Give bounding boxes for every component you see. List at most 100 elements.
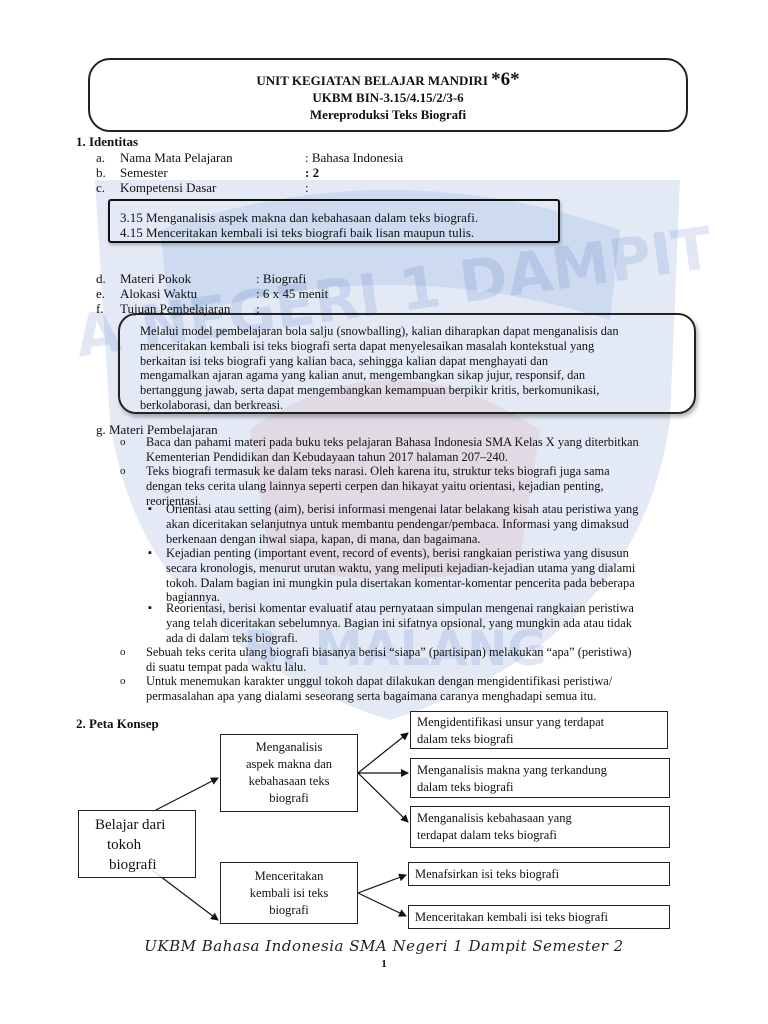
materi-line: secara kronologis, menurut urutan waktu,…: [166, 560, 636, 575]
materi-line: reorientasi.: [146, 493, 202, 508]
materi-bullet-2: Teks biografi termasuk ke dalam teks nar…: [146, 464, 714, 508]
materi-line: permasalahan apa yang dialami seseorang …: [146, 688, 597, 703]
identitas-letter-e: e.: [96, 286, 106, 301]
header-unit-number: *6*: [491, 69, 520, 90]
identitas-value-b: : 2: [305, 165, 320, 180]
concept-line: biografi: [269, 791, 309, 805]
identitas-letter-a: a.: [96, 150, 106, 165]
materi-line: yang telah diceritakan sebelumnya. Bagia…: [166, 615, 632, 630]
header-title: UNIT KEGIATAN BELAJAR MANDIRI: [256, 73, 488, 88]
materi-line: di suatu tempat pada waktu lalu.: [146, 659, 307, 674]
concept-leaf-makna: Menganalisis makna yang terkandung dalam…: [410, 758, 670, 798]
concept-line: Menganalisis makna yang terkandung: [417, 763, 607, 777]
materi-line: Kementerian Pendidikan dan Kebudayaan ta…: [146, 449, 508, 464]
section-identitas-heading: 1. Identitas: [76, 134, 139, 149]
arrow-root-to-mid2: [151, 869, 219, 921]
identitas-label-e: Alokasi Waktu: [120, 286, 198, 301]
header-box: UNIT KEGIATAN BELAJAR MANDIRI *6* UKBM B…: [88, 58, 688, 132]
concept-line: kembali isi teks: [249, 886, 329, 900]
concept-root-line: Belajar dari: [95, 817, 166, 833]
concept-menceritakan-box: Menceritakan kembali isi teks biografi: [220, 862, 358, 924]
identitas-label-b: Semester: [120, 165, 168, 180]
identitas-value-f: :: [256, 301, 260, 316]
identitas-letter-c: c.: [96, 180, 106, 195]
identitas-label-d: Materi Pokok: [120, 271, 192, 286]
arrow-mid2-to-leaf4: [357, 873, 407, 894]
arrow-mid1-to-leaf3: [357, 772, 409, 823]
section-peta-konsep-heading: 2. Peta Konsep: [76, 716, 159, 731]
kd-item: 3.15 Menganalisis aspek makna dan kebaha…: [120, 210, 479, 225]
identitas-letter-f: f.: [96, 301, 104, 316]
materi-sub-2: Kejadian penting (important event, recor…: [166, 546, 714, 605]
concept-line: Menceritakan: [254, 869, 324, 883]
identitas-letter-d: d.: [96, 271, 106, 286]
concept-line: dalam teks biografi: [417, 780, 514, 794]
identitas-label-f: Tujuan Pembelajaran: [120, 301, 231, 316]
concept-line: Menganalisis kebahasaan yang: [417, 811, 572, 825]
arrow-root-to-mid1: [151, 777, 219, 813]
concept-leaf-identifikasi: Mengidentifikasi unsur yang terdapat dal…: [410, 711, 668, 749]
page-footer: UKBM Bahasa Indonesia SMA Negeri 1 Dampi…: [144, 937, 624, 955]
header-line1: UNIT KEGIATAN BELAJAR MANDIRI *6*: [90, 69, 686, 90]
concept-leaf-menafsirkan: Menafsirkan isi teks biografi: [408, 862, 670, 886]
materi-line: Sebuah teks cerita ulang biografi biasan…: [146, 645, 632, 659]
identitas-value-a: : Bahasa Indonesia: [305, 150, 404, 165]
kd-item: 4.15 Menceritakan kembali isi teks biogr…: [120, 225, 475, 240]
tujuan-line: menceritakan kembali isi teks biografi s…: [140, 338, 595, 353]
bullet-circle-icon: o: [120, 465, 126, 477]
bullet-circle-icon: o: [120, 675, 126, 687]
materi-line: akan diceritakan selanjutnya untuk memba…: [166, 516, 629, 531]
materi-line: ada di dalam teks biografi.: [166, 630, 298, 645]
kompetensi-dasar-box: 3.15 Menganalisis aspek makna dan kebaha…: [108, 199, 560, 243]
identitas-value-c: :: [305, 180, 309, 195]
tujuan-line: mengamalkan ajaran agama yang kalian anu…: [140, 368, 586, 383]
bullet-square-icon: ▪: [148, 503, 152, 515]
materi-line: Teks biografi termasuk ke dalam teks nar…: [146, 464, 610, 478]
arrow-mid1-to-leaf1: [357, 732, 409, 774]
concept-line: biografi: [269, 903, 309, 917]
bullet-circle-icon: o: [120, 436, 126, 448]
materi-line: berkenaan dengan ihwal siapa, kapan, di …: [166, 531, 481, 546]
bullet-square-icon: ▪: [148, 602, 152, 614]
materi-line: Untuk menemukan karakter unggul tokoh da…: [146, 674, 613, 688]
materi-line: Orientasi atau setting (aim), berisi inf…: [166, 502, 639, 516]
concept-line: dalam teks biografi: [417, 732, 514, 746]
materi-pembelajaran-label: g. Materi Pembelajaran: [96, 422, 218, 437]
tujuan-line: Melalui model pembelajaran bola salju (s…: [140, 324, 619, 338]
concept-line: kebahasaan teks: [248, 774, 330, 788]
materi-bullet-1: Baca dan pahami materi pada buku teks pe…: [146, 435, 714, 465]
concept-root-box: Belajar dari tokoh biografi: [78, 810, 196, 878]
materi-line: dengan teks cerita ulang lainnya seperti…: [146, 478, 604, 493]
identitas-letter-b: b.: [96, 165, 106, 180]
concept-analisis-box: Menganalisis aspek makna dan kebahasaan …: [220, 734, 358, 812]
header-line2: UKBM BIN-3.15/4.15/2/3-6: [312, 90, 464, 105]
concept-line: Mengidentifikasi unsur yang terdapat: [417, 715, 605, 729]
materi-sub-3: Reorientasi, berisi komentar evaluatif a…: [166, 601, 714, 645]
concept-line: terdapat dalam teks biografi: [417, 828, 557, 842]
materi-bullet-3: Sebuah teks cerita ulang biografi biasan…: [146, 645, 714, 675]
materi-line: Baca dan pahami materi pada buku teks pe…: [146, 435, 639, 449]
bullet-square-icon: ▪: [148, 547, 152, 559]
materi-line: Reorientasi, berisi komentar evaluatif a…: [166, 601, 634, 615]
header-line3: Mereproduksi Teks Biografi: [309, 107, 467, 122]
bullet-circle-icon: o: [120, 646, 126, 658]
identitas-label-a: Nama Mata Pelajaran: [120, 150, 233, 165]
materi-sub-1: Orientasi atau setting (aim), berisi inf…: [166, 502, 714, 546]
tujuan-line: bertanggung jawab, serta dapat mengemban…: [140, 383, 600, 398]
concept-leaf-menceritakan: Menceritakan kembali isi teks biografi: [408, 905, 670, 929]
concept-line: Menganalisis: [255, 740, 323, 754]
identitas-value-e: : 6 x 45 menit: [256, 286, 329, 301]
tujuan-pembelajaran-box: Melalui model pembelajaran bola salju (s…: [118, 313, 696, 414]
materi-line: Kejadian penting (important event, recor…: [166, 546, 629, 560]
concept-root-line: tokoh: [107, 837, 142, 853]
concept-root-line: biografi: [109, 857, 157, 873]
materi-line: bagiannya.: [166, 590, 221, 605]
identitas-label-c: Kompetensi Dasar: [120, 180, 217, 195]
identitas-value-d: : Biografi: [256, 271, 307, 286]
tujuan-line: berkolaborasi, dan berkreasi.: [140, 397, 284, 412]
concept-line: aspek makna dan: [245, 757, 333, 771]
tujuan-line: berkaitan isi teks biografi yang kalian …: [140, 353, 549, 368]
page-number: 1: [381, 958, 387, 970]
materi-line: tokoh. Dalam bagian ini mungkin pula dis…: [166, 575, 635, 590]
